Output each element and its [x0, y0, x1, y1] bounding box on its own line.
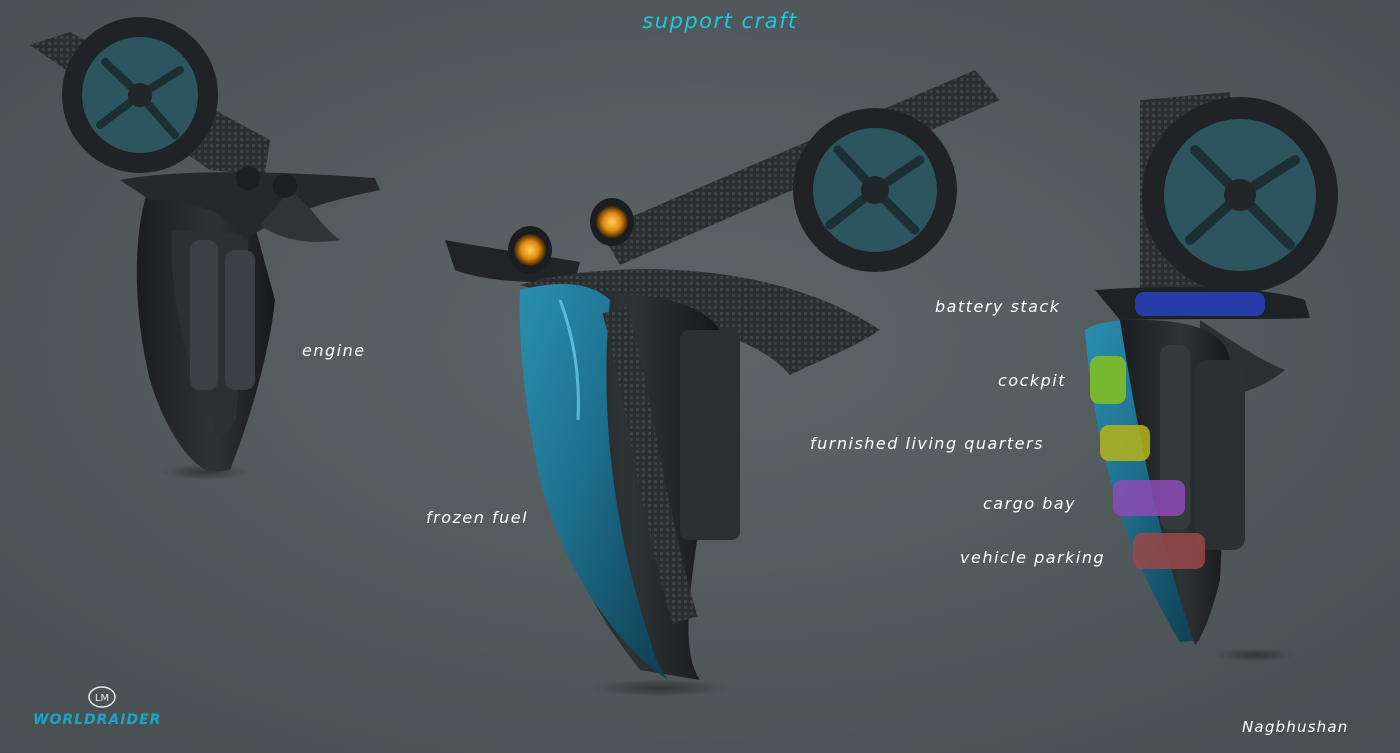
left-craft-illustration — [30, 17, 380, 480]
label-frozen-fuel: frozen fuel — [426, 508, 529, 527]
page-title: support craft — [642, 9, 798, 33]
label-cargo-bay: cargo bay — [983, 494, 1077, 513]
battery-stack-zone — [1135, 292, 1265, 316]
logo-wordmark: WORLDRAIDER — [33, 712, 162, 728]
label-cockpit: cockpit — [998, 371, 1067, 390]
label-battery-stack: battery stack — [935, 297, 1061, 316]
artist-credit: Nagbhushan — [1242, 718, 1349, 736]
lm-logo-icon: LM — [88, 686, 116, 708]
label-living-quarters: furnished living quarters — [810, 434, 1044, 453]
vehicle-parking-zone — [1133, 533, 1205, 569]
cockpit-zone — [1090, 356, 1126, 404]
living-quarters-zone — [1100, 425, 1150, 461]
label-vehicle-parking: vehicle parking — [960, 548, 1106, 567]
label-engine: engine — [302, 341, 366, 360]
cargo-bay-zone — [1113, 480, 1185, 516]
center-craft-illustration — [445, 70, 1000, 697]
svg-text:LM: LM — [95, 693, 109, 704]
